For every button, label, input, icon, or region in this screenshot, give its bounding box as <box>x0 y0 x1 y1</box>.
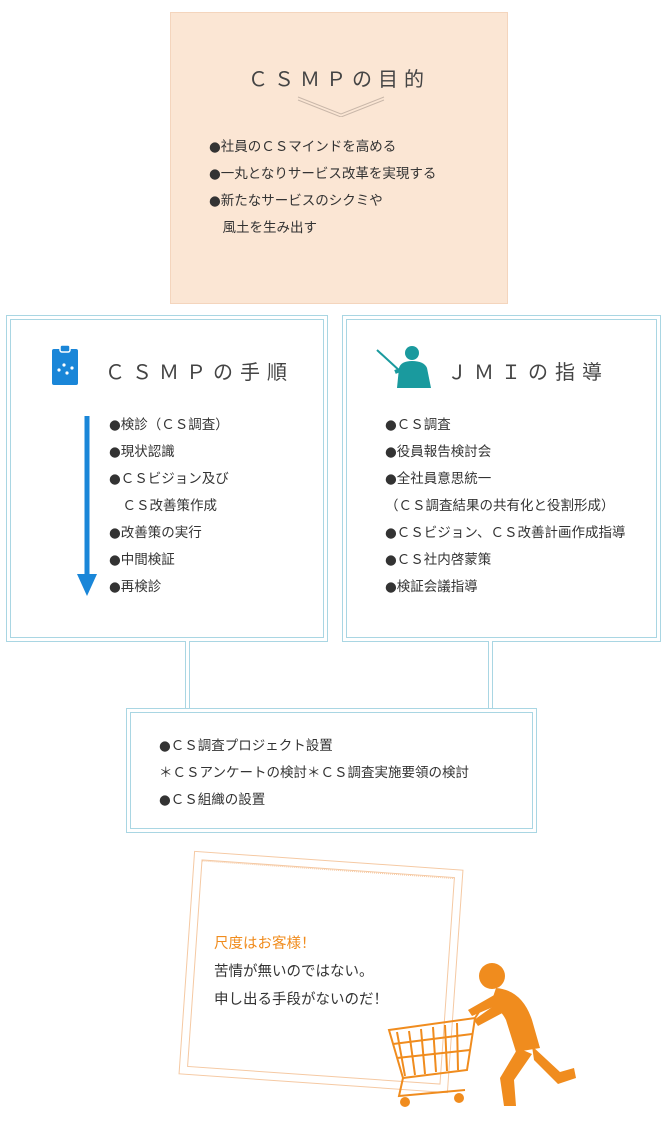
list-item: 風土を生み出す <box>209 220 317 236</box>
list-item: ●新たなサービスのシクミや <box>209 193 383 209</box>
list-item: ＊ＣＳアンケートの検討＊ＣＳ調査実施要領の検討 <box>159 765 469 781</box>
list-item: ●社員のＣＳマインドを高める <box>209 139 397 155</box>
project-box: ●ＣＳ調査プロジェクト設置 ＊ＣＳアンケートの検討＊ＣＳ調査実施要領の検討 ●Ｃ… <box>126 708 537 833</box>
purpose-box: ＣＳＭＰの目的 ●社員のＣＳマインドを高める ●一丸となりサービス改革を実現する… <box>170 12 508 304</box>
purpose-list: ●社員のＣＳマインドを高める ●一丸となりサービス改革を実現する ●新たなサービ… <box>209 134 436 242</box>
list-item: ●役員報告検討会 <box>385 444 492 460</box>
project-list: ●ＣＳ調査プロジェクト設置 ＊ＣＳアンケートの検討＊ＣＳ調査実施要領の検討 ●Ｃ… <box>159 733 469 814</box>
shopping-cart-icon <box>387 1011 480 1107</box>
connector-left <box>185 641 190 709</box>
clipboard-icon <box>52 344 78 385</box>
list-item: ●検診（ＣＳ調査） <box>109 417 229 433</box>
connector-right <box>488 641 493 709</box>
list-item: ●ＣＳ社内啓蒙策 <box>385 552 492 568</box>
list-item: ●ＣＳ調査プロジェクト設置 <box>159 738 333 754</box>
presenter-icon <box>376 346 431 388</box>
purpose-title: ＣＳＭＰの目的 <box>248 67 430 91</box>
list-item: ●ＣＳビジョン及び <box>109 471 229 487</box>
list-item: ●ＣＳ調査 <box>385 417 451 433</box>
list-item: ●ＣＳビジョン、ＣＳ改善計画作成指導 <box>385 525 626 541</box>
jmi-box: ＪＭＩの指導 ●ＣＳ調査 ●役員報告検討会 ●全社員意思統一 （ＣＳ調査結果の共… <box>342 315 661 642</box>
procedure-title: ＣＳＭＰの手順 <box>105 360 294 384</box>
note-headline: 尺度はお客様！ <box>214 936 316 952</box>
shopping-man-icon <box>468 963 576 1106</box>
procedure-list: ●検診（ＣＳ調査） ●現状認識 ●ＣＳビジョン及び ＣＳ改善策作成 ●改善策の実… <box>109 412 229 601</box>
list-item: ●再検診 <box>109 579 162 595</box>
list-item: ●改善策の実行 <box>109 525 202 541</box>
list-item: ●中間検証 <box>109 552 175 568</box>
jmi-list: ●ＣＳ調査 ●役員報告検討会 ●全社員意思統一 （ＣＳ調査結果の共有化と役割形成… <box>385 412 625 601</box>
list-item: ●現状認識 <box>109 444 175 460</box>
down-arrow-icon <box>77 416 97 596</box>
note-line: 苦情が無いのではない。 <box>214 964 374 980</box>
list-item: ●ＣＳ組織の設置 <box>159 792 266 808</box>
note-text: 尺度はお客様！ 苦情が無いのではない。 申し出る手段がないのだ！ <box>214 930 388 1014</box>
list-item: ●全社員意思統一 <box>385 471 492 487</box>
jmi-title: ＪＭＩの指導 <box>447 360 609 384</box>
list-item: ●一丸となりサービス改革を実現する <box>209 166 437 182</box>
procedure-box: ＣＳＭＰの手順 ●検診（ＣＳ調査） ●現状認識 ●ＣＳビジョン及び ＣＳ改善策作… <box>6 315 328 642</box>
list-item: （ＣＳ調査結果の共有化と役割形成） <box>385 498 615 514</box>
chevron-down-icon <box>297 96 385 117</box>
note-line: 申し出る手段がないのだ！ <box>214 992 388 1008</box>
list-item: ＣＳ改善策作成 <box>109 498 217 514</box>
list-item: ●検証会議指導 <box>385 579 478 595</box>
